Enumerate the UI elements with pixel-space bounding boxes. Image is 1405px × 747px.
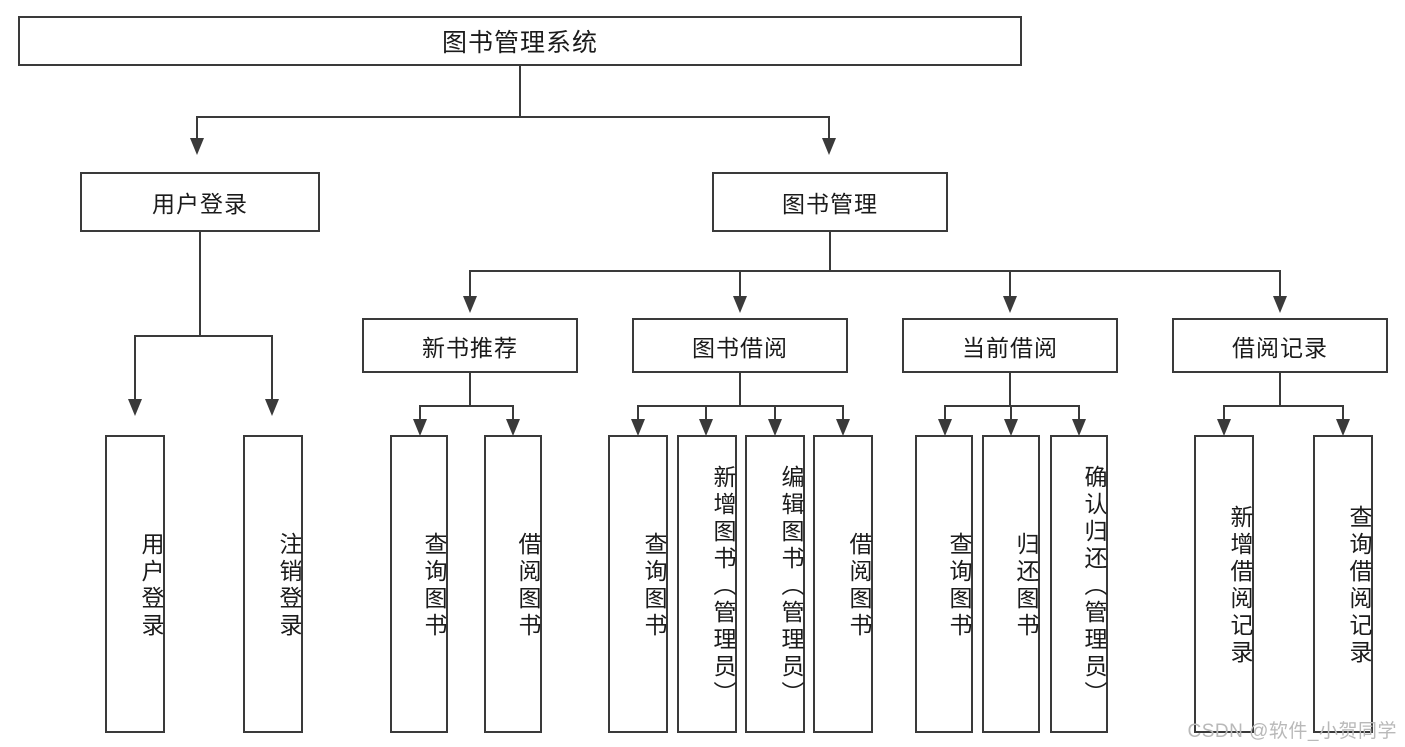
connector-level3-bus [469,270,1281,272]
arrowhead-bb-3 [768,419,782,436]
connector-user-login-stem [199,232,201,336]
leaf-logout[interactable]: 注销登录 [243,435,303,733]
arrowhead-cb-2 [1004,419,1018,436]
arrowhead-borrow-record [1273,296,1287,313]
arrowhead-book-manage [822,138,836,155]
arrowhead-login-1 [128,399,142,416]
connector-level2-bus [196,116,830,118]
connector-drop-login-2 [271,335,273,401]
node-label: 图书管理系统 [441,29,598,57]
leaf-return-book[interactable]: 归还图书 [982,435,1040,733]
arrowhead-current-borrow [1003,296,1017,313]
arrowhead-bb-1 [631,419,645,436]
connector-drop-borrow-record [1279,270,1281,298]
leaf-add-borrow-record[interactable]: 新增借阅记录 [1194,435,1254,733]
connector-new-book-stem [469,373,471,406]
node-borrow-record[interactable]: 借阅记录 [1172,318,1388,373]
leaf-label: 注销登录 [276,532,302,640]
connector-drop-book-manage [828,116,830,140]
watermark-text: CSDN @软件_小贺同学 [1187,721,1397,742]
node-new-book-recommend[interactable]: 新书推荐 [362,318,578,373]
connector-drop-cb-3 [1078,405,1080,421]
node-book-manage[interactable]: 图书管理 [712,172,948,232]
leaf-label: 借阅图书 [515,532,541,640]
connector-new-book-bus [419,405,514,407]
leaf-borrow-book-recommend[interactable]: 借阅图书 [484,435,542,733]
connector-drop-nb-2 [512,405,514,421]
leaf-query-book-recommend[interactable]: 查询图书 [390,435,448,733]
leaf-label: 查询图书 [421,532,447,640]
connector-current-borrow-stem [1009,373,1011,406]
arrowhead-nb-1 [413,419,427,436]
connector-drop-book-borrow [739,270,741,298]
leaf-label: 借阅图书 [846,532,872,640]
leaf-label: 编辑图书（管理员） [778,464,804,708]
arrowhead-cb-1 [938,419,952,436]
leaf-label: 查询图书 [641,532,667,640]
arrowhead-br-2 [1336,419,1350,436]
leaf-label: 确认归还（管理员） [1081,464,1107,708]
connector-drop-new-book [469,270,471,298]
node-current-borrow[interactable]: 当前借阅 [902,318,1118,373]
connector-borrow-record-bus [1223,405,1343,407]
node-label: 新书推荐 [422,334,518,361]
leaf-label: 查询借阅记录 [1346,505,1372,667]
arrowhead-login-2 [265,399,279,416]
arrowhead-book-borrow [733,296,747,313]
node-label: 图书借阅 [692,334,788,361]
node-root-system[interactable]: 图书管理系统 [18,16,1022,66]
connector-drop-cb-2 [1010,405,1012,421]
leaf-label: 归还图书 [1013,532,1039,640]
leaf-label: 用户登录 [138,532,164,640]
connector-drop-br-2 [1342,405,1344,421]
leaf-confirm-return-admin[interactable]: 确认归还（管理员） [1050,435,1108,733]
connector-borrow-record-stem [1279,373,1281,406]
leaf-label: 新增图书（管理员） [710,464,736,708]
connector-drop-bb-2 [705,405,707,421]
leaf-label: 新增借阅记录 [1227,505,1253,667]
connector-user-login-bus [134,335,272,337]
connector-root-stem [519,66,521,117]
node-label: 用户登录 [152,191,248,217]
leaf-label: 查询图书 [946,532,972,640]
connector-book-borrow-stem [739,373,741,406]
leaf-borrow-book[interactable]: 借阅图书 [813,435,873,733]
connector-drop-bb-3 [774,405,776,421]
node-book-borrow[interactable]: 图书借阅 [632,318,848,373]
leaf-edit-book-admin[interactable]: 编辑图书（管理员） [745,435,805,733]
arrowhead-br-1 [1217,419,1231,436]
connector-drop-user-login [196,116,198,140]
node-user-login[interactable]: 用户登录 [80,172,320,232]
arrowhead-nb-2 [506,419,520,436]
leaf-query-book-current[interactable]: 查询图书 [915,435,973,733]
leaf-user-login[interactable]: 用户登录 [105,435,165,733]
leaf-query-borrow-record[interactable]: 查询借阅记录 [1313,435,1373,733]
node-label: 图书管理 [782,191,878,217]
arrowhead-user-login [190,138,204,155]
arrowhead-cb-3 [1072,419,1086,436]
arrowhead-bb-2 [699,419,713,436]
arrowhead-bb-4 [836,419,850,436]
connector-drop-current-borrow [1009,270,1011,298]
connector-drop-bb-1 [637,405,639,421]
connector-drop-cb-1 [944,405,946,421]
leaf-query-book[interactable]: 查询图书 [608,435,668,733]
connector-drop-nb-1 [419,405,421,421]
connector-drop-login-1 [134,335,136,401]
connector-drop-br-1 [1223,405,1225,421]
arrowhead-new-book [463,296,477,313]
node-label: 当前借阅 [962,334,1058,361]
connector-drop-bb-4 [842,405,844,421]
connector-book-borrow-bus [637,405,843,407]
connector-book-manage-stem [829,232,831,272]
node-label: 借阅记录 [1232,334,1328,361]
leaf-add-book-admin[interactable]: 新增图书（管理员） [677,435,737,733]
